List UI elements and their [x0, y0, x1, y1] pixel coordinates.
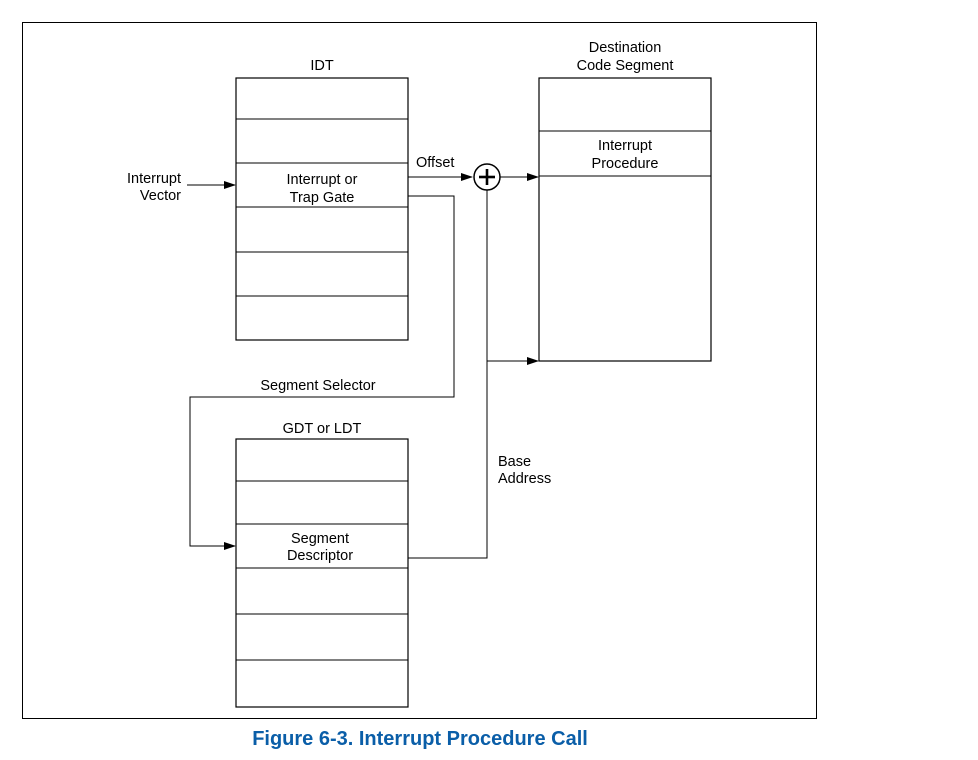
- interrupt-vector-label-2: Vector: [140, 188, 181, 204]
- destination-title-1: Destination: [589, 40, 662, 56]
- gdt-descriptor-label-1: Segment: [291, 531, 349, 547]
- destination-title-2: Code Segment: [577, 58, 674, 74]
- gdt-table: [235, 438, 409, 708]
- figure-caption: Figure 6-3. Interrupt Procedure Call: [252, 728, 588, 750]
- procedure-label-2: Procedure: [592, 156, 659, 172]
- segment-selector-path: [189, 195, 455, 550]
- destination-segment: [538, 77, 712, 362]
- gdt-title: GDT or LDT: [283, 421, 362, 437]
- base-address-label-1: Base: [498, 454, 531, 470]
- idt-title: IDT: [310, 58, 334, 74]
- base-address-label-2: Address: [498, 471, 551, 487]
- figure-frame: [22, 22, 817, 719]
- idt-gate-label-2: Trap Gate: [290, 190, 355, 206]
- offset-label: Offset: [416, 155, 454, 171]
- procedure-label-1: Interrupt: [598, 138, 652, 154]
- idt-gate-label-1: Interrupt or: [287, 172, 358, 188]
- gdt-descriptor-label-2: Descriptor: [287, 548, 353, 564]
- interrupt-vector-label-1: Interrupt: [127, 171, 181, 187]
- adder-icon: [473, 163, 501, 191]
- idt-table: [235, 77, 409, 341]
- segment-selector-label: Segment Selector: [260, 378, 375, 394]
- base-address-path: [408, 190, 488, 559]
